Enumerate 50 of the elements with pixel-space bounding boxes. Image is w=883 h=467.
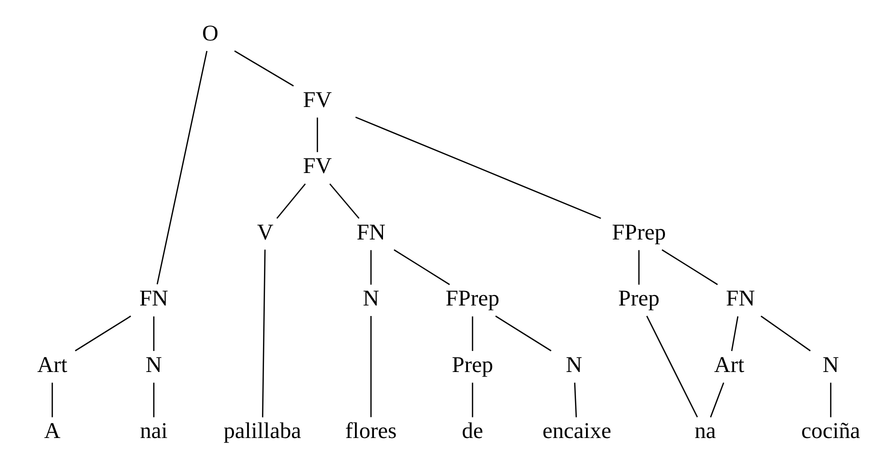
connector: [830, 382, 832, 417]
node-text: FV: [302, 152, 332, 178]
node-text: N: [566, 351, 582, 376]
node-text: V: [257, 218, 274, 244]
node-text: cociña: [801, 418, 860, 443]
node-text: FPrep: [612, 218, 666, 244]
connector: [316, 117, 318, 152]
node-text: palillaba: [224, 418, 302, 443]
connector: [662, 248, 718, 285]
connector: [156, 50, 208, 284]
connector: [472, 382, 474, 417]
connector: [276, 182, 306, 218]
node-text: N: [822, 351, 839, 376]
node-text: N: [362, 285, 380, 310]
connector: [329, 182, 360, 218]
node-text: FN: [726, 285, 755, 310]
connector: [394, 248, 450, 285]
connector: [262, 249, 266, 417]
node-text: na: [694, 418, 716, 443]
node-text: FN: [356, 218, 386, 244]
connector: [52, 382, 53, 417]
node-text: flores: [345, 418, 397, 443]
node-text: N: [146, 351, 162, 376]
connector: [646, 315, 698, 417]
node-text: Art: [714, 351, 744, 376]
node-text: A: [44, 418, 60, 443]
connector: [74, 315, 132, 351]
node-text: Prep: [452, 351, 494, 376]
connector: [495, 315, 552, 351]
connector: [574, 382, 577, 417]
node-text: O: [202, 20, 218, 46]
connector: [370, 316, 372, 417]
node-text: FV: [302, 86, 332, 112]
connector: [355, 116, 602, 218]
node-text: FN: [139, 285, 168, 310]
connector: [472, 316, 474, 350]
connector: [731, 316, 738, 351]
connector: [760, 315, 811, 351]
node-text: nai: [140, 418, 168, 443]
node-text: Art: [37, 351, 68, 376]
connector: [153, 316, 154, 350]
connector: [638, 250, 640, 284]
node-text: FPrep: [446, 285, 500, 310]
node-text: de: [462, 418, 484, 443]
connector: [710, 382, 724, 417]
connector: [153, 382, 154, 417]
node-text: encaixe: [542, 418, 612, 443]
node-text: Prep: [618, 285, 660, 310]
connector: [370, 250, 372, 284]
connector: [234, 50, 294, 86]
